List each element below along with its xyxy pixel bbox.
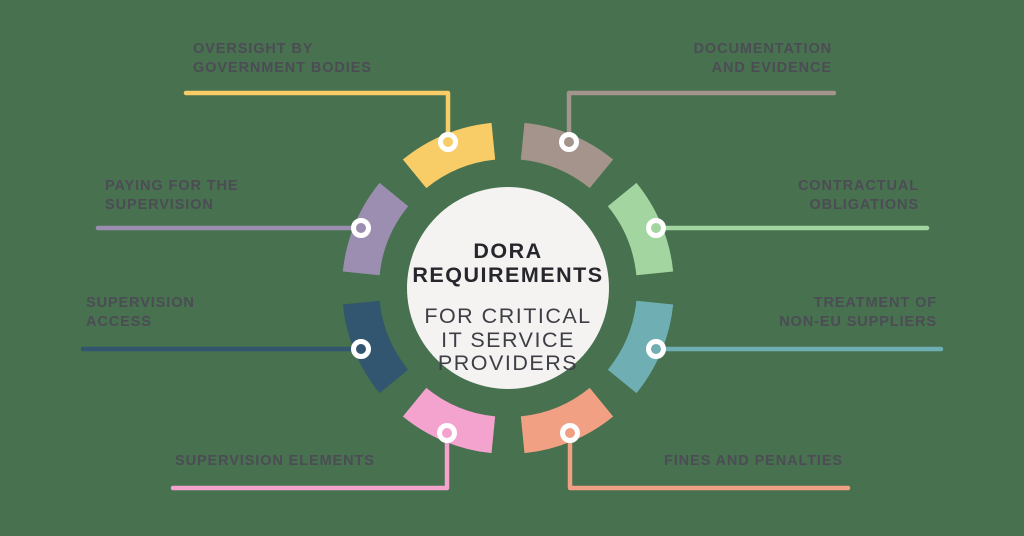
- arc-supervision-access: [342, 300, 409, 394]
- connector-supervision-elements: [170, 430, 450, 491]
- label-supervision-access: SUPERVISION ACCESS: [86, 295, 195, 330]
- connector-fines-penalties: [567, 430, 851, 491]
- marker-documentation-evidence: [559, 132, 579, 152]
- marker-treatment-non-eu-suppliers: [646, 339, 666, 359]
- marker-fines-penalties: [560, 423, 580, 443]
- label-documentation-evidence: DOCUMENTATION AND EVIDENCE: [693, 41, 832, 76]
- marker-supervision-access: [351, 339, 371, 359]
- center-title-block: DORA REQUIREMENTS FOR CRITICAL IT SERVIC…: [383, 221, 633, 394]
- label-paying-for-supervision: PAYING FOR THE SUPERVISION: [105, 178, 239, 213]
- marker-contractual-obligations: [646, 218, 666, 238]
- connector-documentation-evidence: [566, 90, 837, 145]
- center-subtitle: FOR CRITICAL IT SERVICE PROVIDERS: [424, 304, 592, 375]
- arc-oversight-government-bodies: [402, 122, 496, 189]
- label-supervision-elements: SUPERVISION ELEMENTS: [175, 453, 375, 469]
- arc-supervision-elements: [402, 387, 496, 454]
- marker-oversight-government-bodies: [438, 132, 458, 152]
- marker-paying-for-supervision: [351, 218, 371, 238]
- label-fines-penalties: FINES AND PENALTIES: [663, 453, 843, 469]
- label-treatment-non-eu-suppliers: TREATMENT OF NON-EU SUPPLIERS: [779, 295, 937, 330]
- arc-fines-penalties: [520, 387, 614, 454]
- label-contractual-obligations: CONTRACTUAL OBLIGATIONS: [797, 178, 919, 213]
- arc-contractual-obligations: [607, 182, 674, 276]
- arc-documentation-evidence: [520, 122, 614, 189]
- center-circle: [407, 187, 609, 389]
- arc-treatment-non-eu-suppliers: [607, 300, 674, 394]
- center-title: DORA REQUIREMENTS: [412, 239, 604, 287]
- marker-supervision-elements: [437, 423, 457, 443]
- connector-oversight-government-bodies: [183, 90, 451, 145]
- arc-paying-for-supervision: [342, 182, 409, 276]
- label-oversight-government-bodies: OVERSIGHT BY GOVERNMENT BODIES: [193, 41, 372, 76]
